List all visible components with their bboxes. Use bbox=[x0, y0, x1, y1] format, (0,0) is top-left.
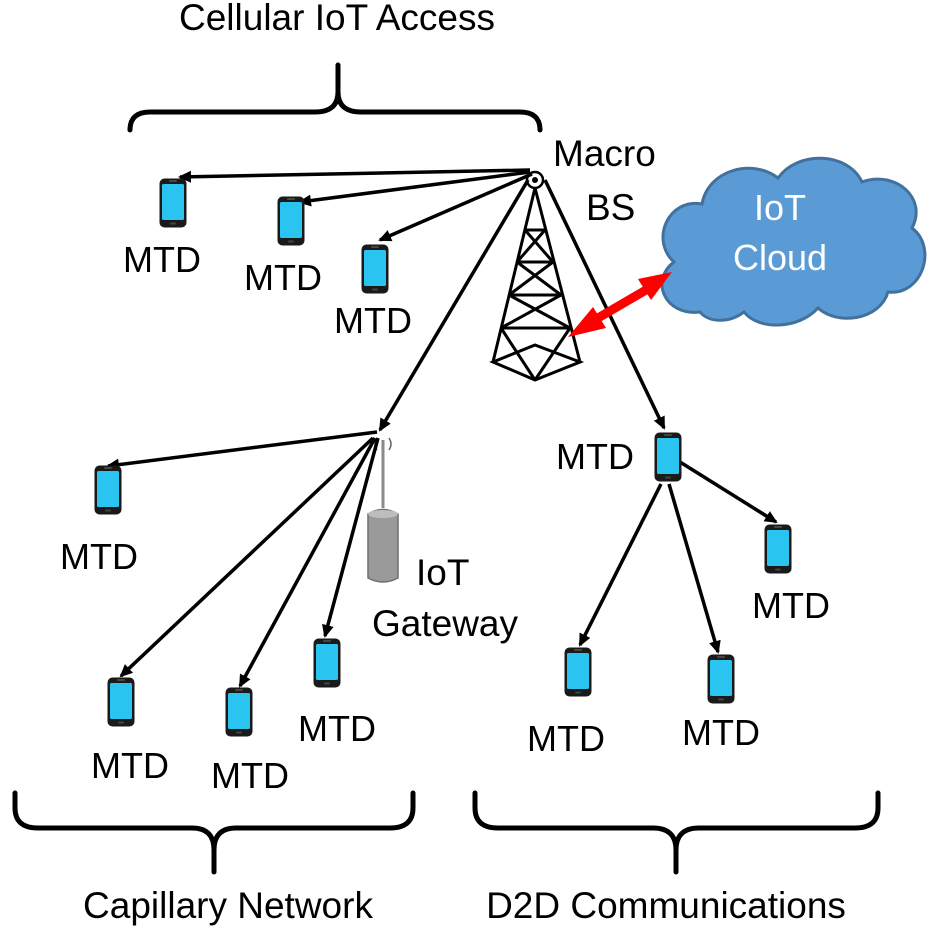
smartphone-icon bbox=[107, 677, 135, 727]
link-bs-mtd-1 bbox=[178, 168, 531, 183]
gateway-links bbox=[106, 430, 380, 688]
mtd-label: MTD bbox=[527, 718, 605, 759]
smartphone-icon bbox=[225, 687, 253, 737]
cellular-access-bracket bbox=[127, 62, 543, 133]
mtd-label: MTD bbox=[682, 712, 760, 753]
link-d2d-mtd-2 bbox=[578, 483, 663, 647]
bs-label-line1: Macro bbox=[553, 133, 656, 174]
capillary-network-title: Capillary Network bbox=[83, 885, 373, 926]
smartphone-icon bbox=[707, 654, 735, 704]
smartphone-icon bbox=[277, 196, 305, 246]
smartphone-icon bbox=[159, 178, 187, 228]
mtd-label: MTD bbox=[60, 536, 138, 577]
link-bs-mtd-2 bbox=[298, 170, 531, 207]
cell-tower-icon bbox=[489, 170, 585, 382]
d2d-links bbox=[578, 460, 778, 654]
bs-label-line2: BS bbox=[586, 187, 635, 228]
capillary-network-bracket bbox=[12, 790, 416, 875]
backhaul-arrow bbox=[568, 272, 672, 337]
cellular-access-title: Cellular IoT Access bbox=[179, 0, 495, 38]
link-d2d-mtd-1 bbox=[679, 460, 778, 524]
smartphone-icon bbox=[94, 465, 122, 515]
link-bs-gateway bbox=[378, 179, 530, 432]
link-gw-mtd-3 bbox=[238, 437, 377, 688]
smartphone-icon bbox=[654, 432, 682, 482]
mtd-label: MTD bbox=[556, 436, 634, 477]
smartphone-icon bbox=[764, 524, 792, 574]
link-gw-mtd-1 bbox=[106, 430, 378, 471]
d2d-communications-bracket bbox=[472, 790, 881, 875]
gateway-label-line1: IoT bbox=[416, 552, 469, 593]
smartphone-icon bbox=[564, 647, 592, 697]
gateway-antenna-icon bbox=[367, 437, 399, 583]
mtd-label: MTD bbox=[334, 300, 412, 341]
mtd-label: MTD bbox=[211, 755, 289, 796]
link-bs-mtd-3 bbox=[378, 172, 533, 242]
cloud-label-line1: IoT bbox=[754, 187, 806, 228]
d2d-communications-title: D2D Communications bbox=[486, 885, 846, 926]
mtd-label: MTD bbox=[91, 745, 169, 786]
bs-links bbox=[178, 168, 666, 432]
mtd-label: MTD bbox=[123, 239, 201, 280]
link-gw-mtd-2 bbox=[119, 436, 375, 678]
link-d2d-mtd-3 bbox=[667, 483, 721, 654]
smartphone-icon bbox=[313, 638, 341, 688]
cloud-label-line2: Cloud bbox=[733, 237, 827, 278]
mtd-label: MTD bbox=[298, 708, 376, 749]
gateway-label-line2: Gateway bbox=[372, 603, 519, 644]
mtd-label: MTD bbox=[752, 585, 830, 626]
link-gw-mtd-4 bbox=[322, 437, 380, 638]
link-bs-relay-mtd bbox=[543, 179, 666, 430]
smartphone-icon bbox=[361, 244, 389, 294]
mtd-label: MTD bbox=[244, 257, 322, 298]
cloud-icon bbox=[660, 156, 927, 327]
